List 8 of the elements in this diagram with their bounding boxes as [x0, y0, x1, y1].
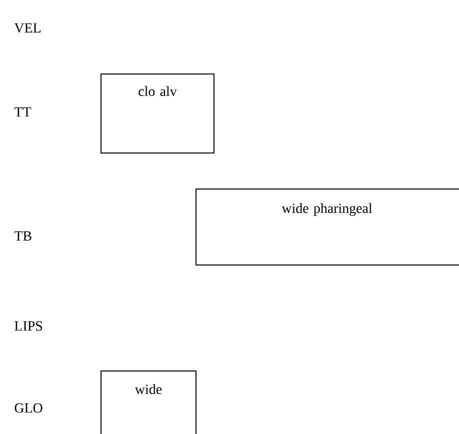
tier-label: VEL [14, 23, 40, 33]
box: wide [100, 370, 196, 434]
box: clo alv [100, 74, 214, 154]
tier-label: GLO [14, 403, 42, 413]
tier-label: TT [14, 107, 32, 117]
tier-label: TB [14, 231, 32, 241]
box: wide pharingeal [196, 188, 459, 266]
tier-label: LIPS [14, 321, 42, 331]
